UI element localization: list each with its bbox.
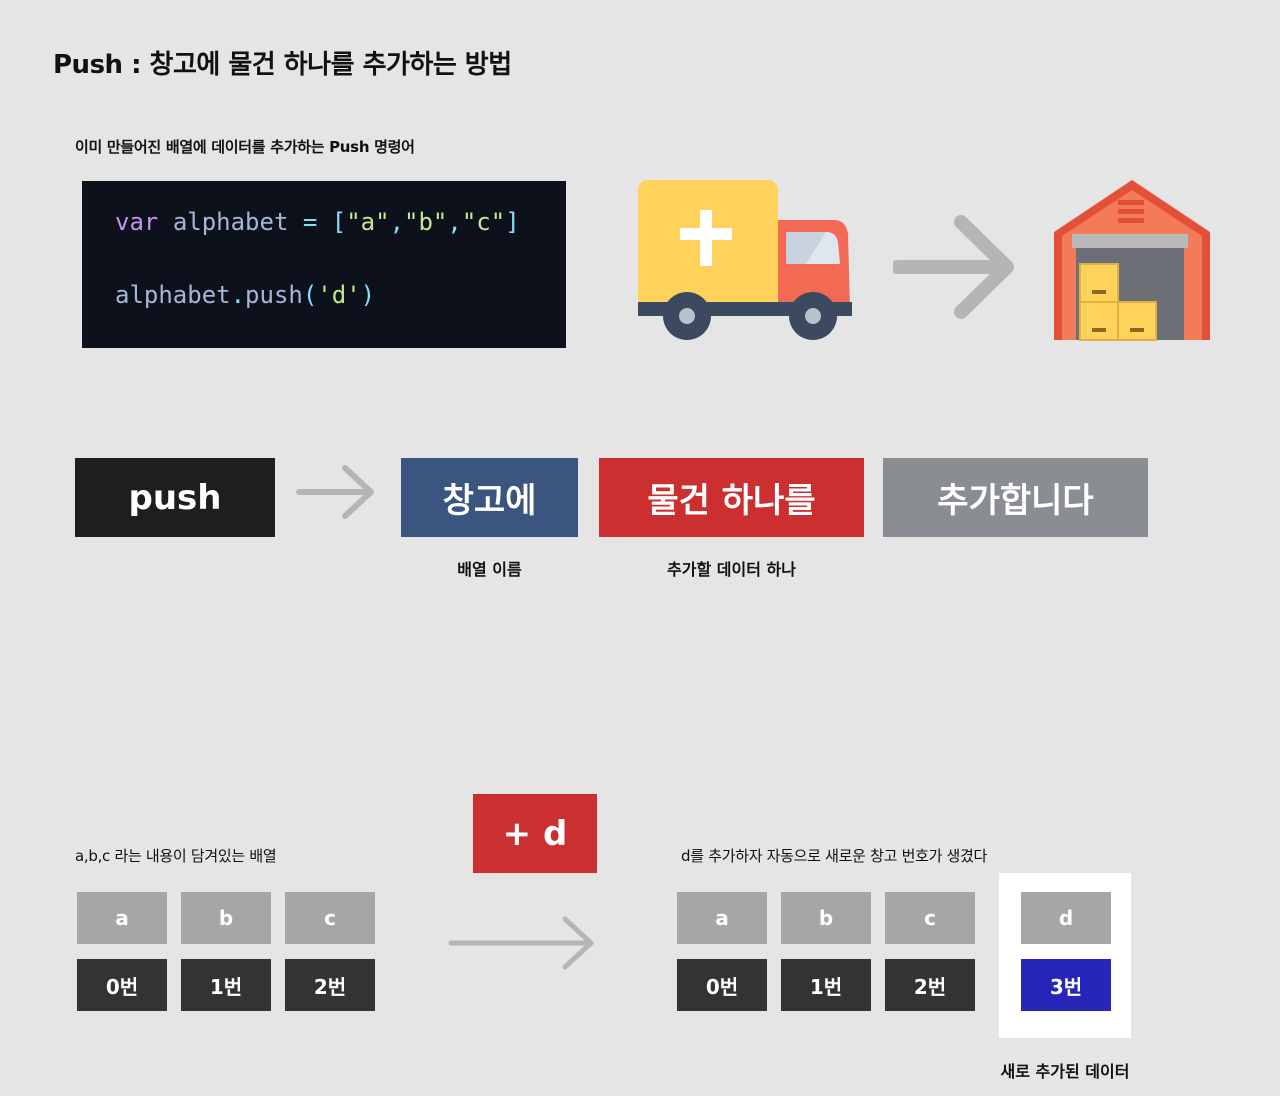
code-equals: = bbox=[302, 208, 318, 236]
arrow-right-icon bbox=[448, 916, 594, 970]
code-block: var alphabet = ["a","b","c"] alphabet.pu… bbox=[82, 181, 566, 348]
item-box: 물건 하나를 bbox=[599, 458, 864, 537]
array-index-cell: 0번 bbox=[77, 959, 167, 1011]
add-box-label: 추가합니다 bbox=[937, 481, 1094, 521]
arrow-right-icon bbox=[893, 215, 1014, 319]
array-value-cell: a bbox=[677, 892, 767, 944]
array-value-cell: a bbox=[77, 892, 167, 944]
code-string-c: "c" bbox=[461, 208, 506, 236]
new-value-cell: d bbox=[1021, 892, 1111, 944]
warehouse-box: 창고에 bbox=[401, 458, 578, 537]
code-keyword: var bbox=[115, 208, 159, 236]
section-subtitle: 이미 만들어진 배열에 데이터를 추가하는 Push 명령어 bbox=[75, 138, 415, 156]
array-index-cell: 1번 bbox=[781, 959, 871, 1011]
code-paren-open: ( bbox=[302, 281, 318, 309]
warehouse-icon bbox=[1054, 180, 1210, 341]
push-box-label: push bbox=[128, 477, 222, 518]
array-value-cell: b bbox=[181, 892, 271, 944]
array-value-cell: c bbox=[885, 892, 975, 944]
code-string-b: "b" bbox=[404, 208, 448, 236]
array-value-cell: c bbox=[285, 892, 375, 944]
item-box-label: 물건 하나를 bbox=[647, 481, 816, 521]
array-index-cell: 2번 bbox=[885, 959, 975, 1011]
array-value-cell: b bbox=[781, 892, 871, 944]
code-comma-1: , bbox=[389, 208, 405, 236]
code-line-1: var alphabet = ["a","b","c"] bbox=[115, 208, 520, 236]
code-bracket-close: ] bbox=[505, 208, 520, 236]
page-title: Push : 창고에 물건 하나를 추가하는 방법 bbox=[53, 50, 512, 80]
code-dot: . bbox=[230, 281, 246, 309]
array-index-cell: 0번 bbox=[677, 959, 767, 1011]
after-caption: d를 추가하자 자동으로 새로운 창고 번호가 생겼다 bbox=[681, 847, 988, 865]
arrow-right-icon bbox=[296, 465, 374, 519]
code-arg: 'd' bbox=[317, 281, 361, 309]
array-index-cell: 2번 bbox=[285, 959, 375, 1011]
plus-d-box: + d bbox=[473, 794, 597, 873]
array-index-cell: 1번 bbox=[181, 959, 271, 1011]
new-index-cell: 3번 bbox=[1021, 959, 1111, 1011]
new-data-caption: 새로 추가된 데이터 bbox=[1000, 1062, 1130, 1081]
delivery-truck-plus-icon bbox=[638, 180, 852, 340]
push-box: push bbox=[75, 458, 275, 537]
code-paren-close: ) bbox=[360, 281, 376, 309]
add-box: 추가합니다 bbox=[883, 458, 1148, 537]
code-identifier: alphabet bbox=[172, 208, 289, 236]
code-bracket-open: [ bbox=[331, 208, 347, 236]
code-object: alphabet bbox=[115, 281, 231, 309]
before-caption: a,b,c 라는 내용이 담겨있는 배열 bbox=[75, 847, 277, 865]
plus-d-label: + d bbox=[502, 813, 568, 854]
item-caption: 추가할 데이터 하나 bbox=[667, 560, 796, 579]
code-method: push bbox=[245, 281, 303, 309]
warehouse-caption: 배열 이름 bbox=[457, 560, 522, 579]
code-line-2: alphabet.push('d') bbox=[115, 281, 375, 309]
code-string-a: "a" bbox=[346, 208, 390, 236]
warehouse-box-label: 창고에 bbox=[442, 481, 537, 521]
code-comma-2: , bbox=[447, 208, 462, 236]
